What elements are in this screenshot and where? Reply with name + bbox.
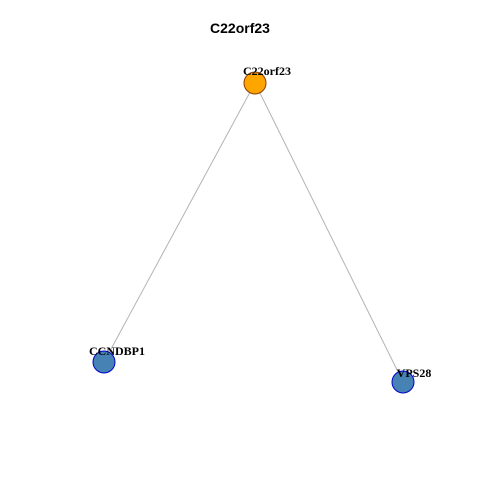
- node-label-ccndbp1: CCNDBP1: [89, 344, 145, 358]
- node-ccndbp1[interactable]: [92, 350, 116, 374]
- node-c22orf23[interactable]: [243, 71, 267, 95]
- node-label-c22orf23: C22orf23: [243, 64, 291, 78]
- edge-c22orf23-vps28: [254, 82, 404, 383]
- edge-c22orf23-ccndbp1: [103, 82, 256, 363]
- graph-title: C22orf23: [210, 20, 270, 36]
- node-label-vps28: VPS28: [397, 366, 432, 380]
- node-vps28[interactable]: [391, 370, 415, 394]
